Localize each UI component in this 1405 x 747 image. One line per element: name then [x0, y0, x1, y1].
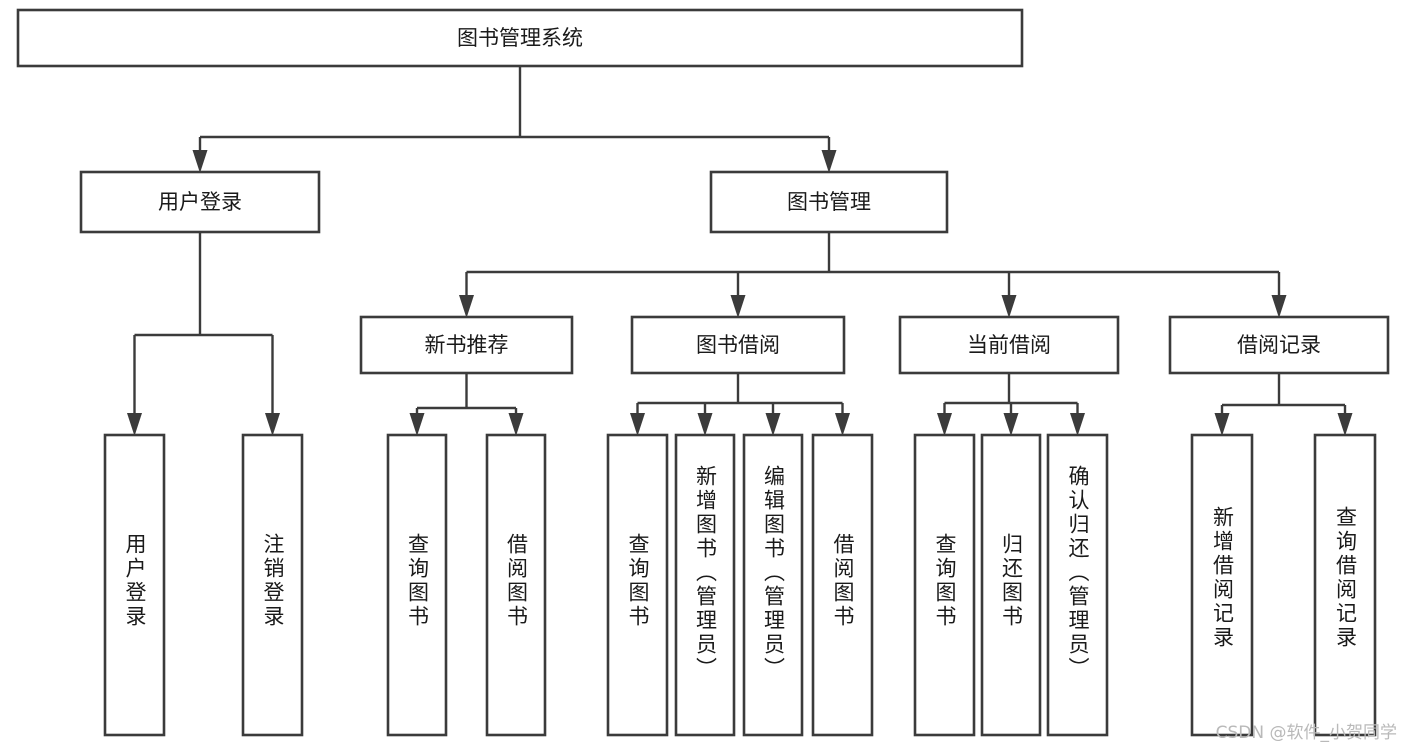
- node-l3-2[interactable]: 当前借阅: [898, 315, 1120, 375]
- arrow-head-leaf-4: [630, 413, 645, 436]
- node-box[interactable]: [241, 433, 304, 737]
- node-box[interactable]: [1046, 433, 1109, 737]
- node-label: 图书借阅: [696, 333, 780, 357]
- node-box[interactable]: [1168, 315, 1390, 375]
- node-box[interactable]: [674, 433, 736, 737]
- arrow-head-l3-2: [1001, 295, 1017, 318]
- node-box[interactable]: [709, 170, 949, 234]
- edge-group-root: [192, 66, 837, 173]
- node-label: 图书管理: [787, 190, 871, 214]
- node-leaf-8[interactable]: [913, 433, 976, 737]
- node-l3-1[interactable]: 图书借阅: [630, 315, 846, 375]
- node-l2-1[interactable]: 图书管理: [709, 170, 949, 234]
- node-box[interactable]: [630, 315, 846, 375]
- node-leaf-7[interactable]: [811, 433, 874, 737]
- edge-group-l2-0: [127, 232, 280, 436]
- arrow-head-leaf-9: [1003, 413, 1019, 436]
- node-box[interactable]: [16, 8, 1024, 68]
- node-box[interactable]: [103, 433, 166, 737]
- arrow-head-leaf-1: [265, 413, 280, 436]
- node-box[interactable]: [898, 315, 1120, 375]
- node-leaf-1[interactable]: [241, 433, 304, 737]
- node-box[interactable]: [742, 433, 804, 737]
- node-box[interactable]: [606, 433, 669, 737]
- arrow-head-leaf-2: [409, 413, 425, 436]
- arrow-head-leaf-6: [765, 413, 781, 436]
- arrow-head-l2-0: [192, 150, 208, 173]
- node-box[interactable]: [485, 433, 547, 737]
- arrow-head-leaf-10: [1070, 413, 1085, 436]
- arrow-head-l2-1: [821, 150, 837, 173]
- edge-group-l3-2: [937, 373, 1085, 436]
- node-label: 用户登录: [158, 190, 242, 214]
- node-box[interactable]: [386, 433, 448, 737]
- node-box[interactable]: [811, 433, 874, 737]
- node-leaf-10[interactable]: [1046, 433, 1109, 737]
- node-leaf-2[interactable]: [386, 433, 448, 737]
- arrow-head-leaf-5: [697, 413, 713, 436]
- node-box[interactable]: [913, 433, 976, 737]
- edge-group-l3-1: [630, 373, 850, 436]
- connector-edges-layer: [127, 66, 1353, 436]
- arrow-head-l3-3: [1271, 295, 1287, 318]
- node-leaf-5[interactable]: [674, 433, 736, 737]
- arrow-head-leaf-7: [835, 413, 850, 436]
- node-l3-0[interactable]: 新书推荐: [359, 315, 574, 375]
- node-leaf-12[interactable]: [1313, 433, 1377, 737]
- node-label: 新书推荐: [425, 333, 509, 357]
- node-box[interactable]: [1313, 433, 1377, 737]
- node-root[interactable]: 图书管理系统: [16, 8, 1024, 68]
- node-l3-3[interactable]: 借阅记录: [1168, 315, 1390, 375]
- arrow-head-leaf-0: [127, 413, 142, 436]
- node-l2-0[interactable]: 用户登录: [79, 170, 321, 234]
- node-label: 图书管理系统: [457, 26, 583, 50]
- node-leaf-4[interactable]: [606, 433, 669, 737]
- node-box[interactable]: [79, 170, 321, 234]
- edge-group-l2-1: [459, 232, 1287, 318]
- arrow-head-leaf-3: [508, 413, 524, 436]
- arrow-head-leaf-12: [1337, 413, 1353, 436]
- node-label: 当前借阅: [967, 333, 1051, 357]
- node-box[interactable]: [980, 433, 1042, 737]
- node-box[interactable]: [359, 315, 574, 375]
- node-label: 借阅记录: [1237, 333, 1321, 357]
- arrow-head-leaf-11: [1214, 413, 1230, 436]
- node-leaf-9[interactable]: [980, 433, 1042, 737]
- node-leaf-6[interactable]: [742, 433, 804, 737]
- arrow-head-leaf-8: [937, 413, 952, 436]
- arrow-head-l3-1: [730, 295, 746, 318]
- node-leaf-3[interactable]: [485, 433, 547, 737]
- arrow-head-l3-0: [459, 295, 474, 318]
- node-leaf-11[interactable]: [1190, 433, 1254, 737]
- node-box[interactable]: [1190, 433, 1254, 737]
- node-leaf-0[interactable]: [103, 433, 166, 737]
- edge-group-l3-3: [1214, 373, 1353, 436]
- edge-group-l3-0: [409, 373, 524, 436]
